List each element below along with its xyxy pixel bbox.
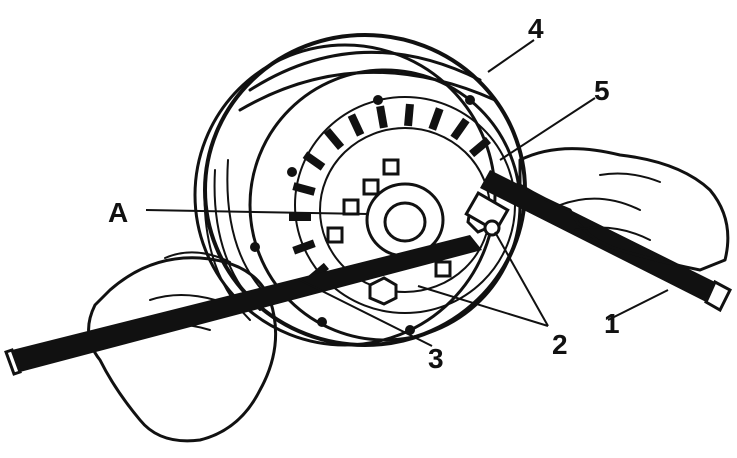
bolt-hole (465, 95, 475, 105)
label-A: A (108, 197, 128, 228)
nut (368, 276, 398, 306)
leader-2a (494, 231, 549, 327)
label-3: 3 (428, 343, 444, 374)
label-4: 4 (528, 13, 544, 44)
slot-segments (289, 103, 491, 284)
leader-5 (499, 97, 596, 161)
label-1: 1 (604, 308, 620, 339)
leader-4 (487, 39, 535, 73)
bolt-hole (287, 167, 297, 177)
face-bolt-holes (250, 95, 475, 335)
label-2: 2 (552, 329, 568, 360)
leader-1 (607, 289, 669, 321)
slot-ring (289, 96, 516, 314)
tool-bar-right (480, 170, 732, 313)
rim-ridge-1 (248, 50, 482, 92)
bolt-hole (250, 242, 260, 252)
bolt-hole (317, 317, 327, 327)
leader-2b (417, 285, 549, 327)
drum-assembly (193, 33, 527, 347)
leader-A (145, 209, 369, 215)
tool-bar-left (4, 235, 482, 376)
hub-inner (383, 201, 427, 243)
callout-labels: A 1 2 3 4 5 (108, 13, 620, 374)
leader-3 (299, 279, 433, 347)
leader-lines (145, 39, 669, 347)
bolt-hole (405, 325, 415, 335)
label-5: 5 (594, 75, 610, 106)
pin-bolt (464, 191, 510, 237)
square-windows (326, 158, 452, 278)
right-hand (518, 147, 730, 272)
